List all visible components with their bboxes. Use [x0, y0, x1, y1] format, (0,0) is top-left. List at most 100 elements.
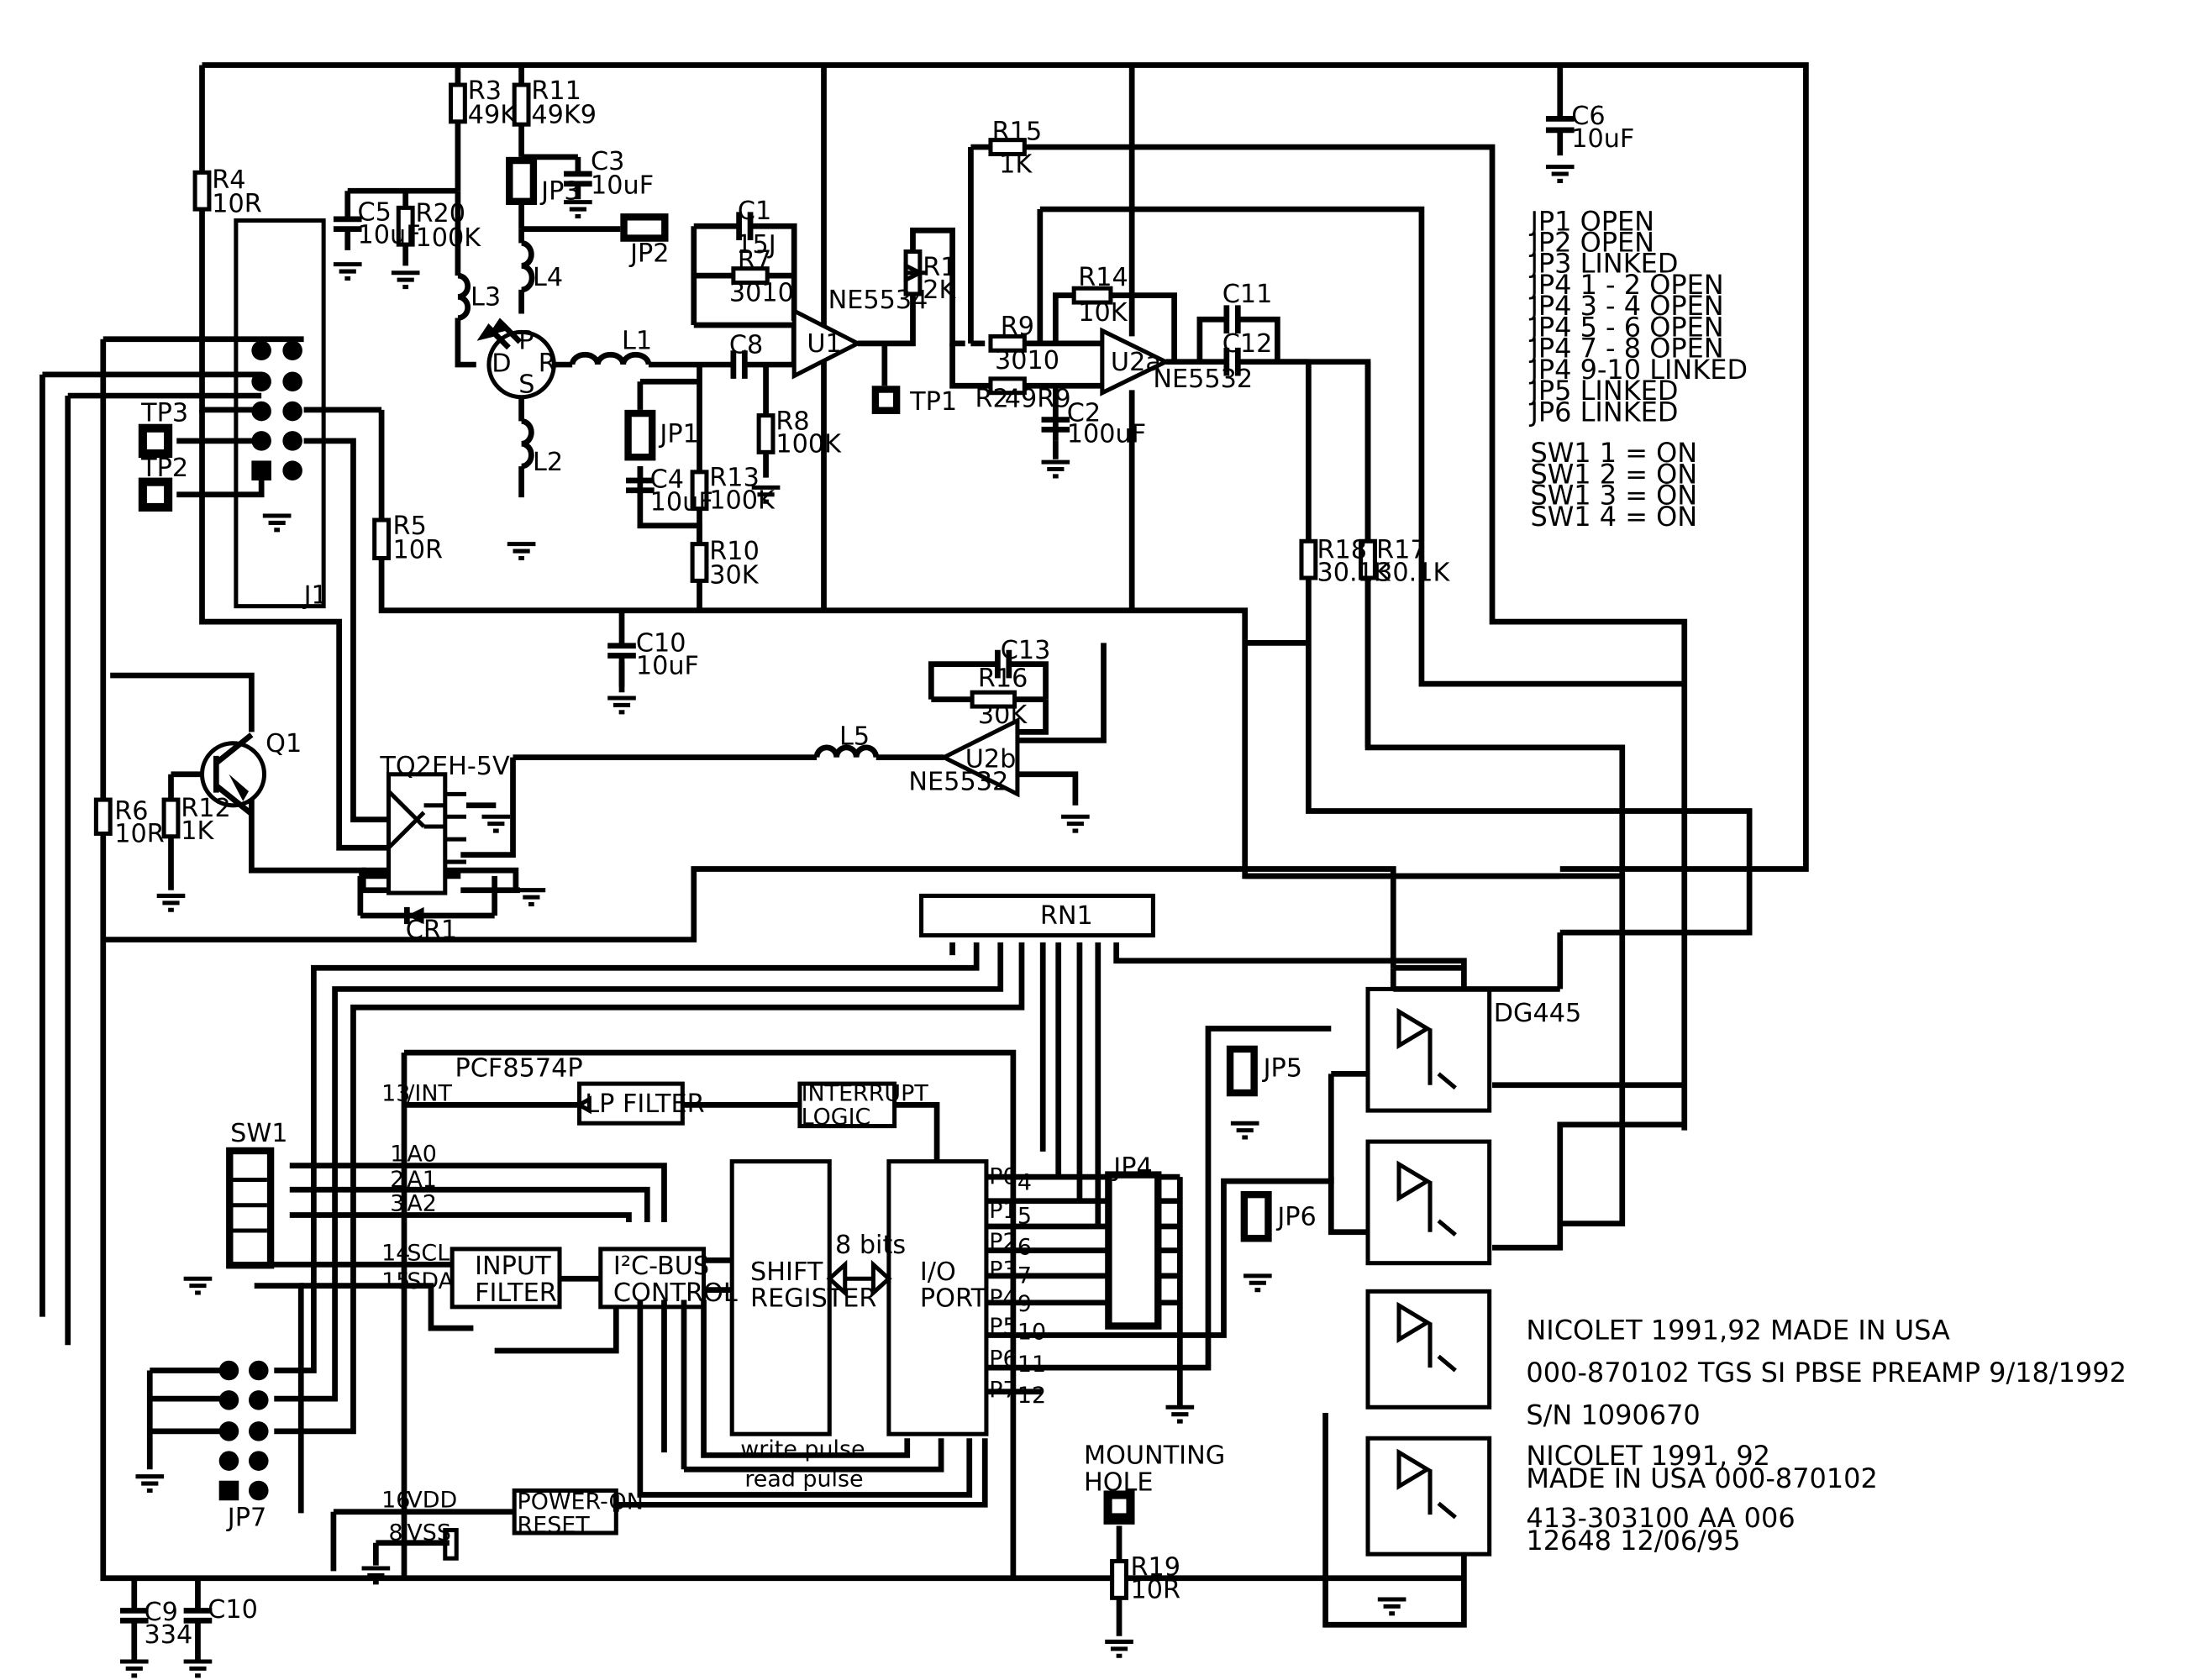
port-p5: P5 [989, 1314, 1017, 1340]
label-fet-r: R [539, 349, 556, 378]
value-r7: 3010 [729, 278, 794, 307]
label-u2a: U2a [1111, 348, 1161, 377]
label-c9: C9 [145, 1598, 178, 1627]
board-mark-5: 413-303100 AA 006 [1526, 1502, 1795, 1534]
value-c2: 100uF [1067, 420, 1146, 449]
label-jp1: JP1 [658, 420, 698, 449]
pcf-pin-int: /INT [407, 1080, 452, 1106]
label-c13: C13 [1001, 636, 1051, 665]
resistor-bodies [93, 82, 1377, 1600]
label-r15: R15 [992, 118, 1043, 147]
value-r10: 30K [709, 561, 760, 591]
label-lp-filter: LP FILTER [585, 1089, 704, 1119]
label-tp3: TP3 [140, 398, 188, 428]
port-p2: P2 [989, 1229, 1017, 1255]
resistor-r6 [93, 797, 113, 836]
value-r3: 49K [468, 100, 518, 129]
pcf-pin-labels: 13 /INT 1 A0 2 A1 3 A2 14 SCL 15 SDA 16 … [381, 1080, 457, 1546]
value-r4: 10R [212, 189, 262, 218]
label-8-bits: 8 bits [835, 1231, 906, 1260]
opamp-u1 [791, 307, 863, 380]
connector-j1 [234, 218, 326, 609]
label-jp6: JP6 [1275, 1202, 1316, 1231]
port-p4-num: 9 [1017, 1291, 1032, 1317]
value-r5: 10R [393, 535, 444, 564]
value-r1: 2K [923, 276, 956, 305]
resistor-r19 [1110, 1559, 1128, 1600]
label-r1: R1 [923, 253, 956, 282]
pcf-pin-scl: SCL [407, 1240, 450, 1266]
value-r9: 3010 [995, 346, 1059, 375]
label-u2b: U2b [965, 744, 1017, 774]
board-mark-4: MADE IN USA 000-870102 [1526, 1462, 1877, 1494]
label-c2: C2 [1067, 398, 1101, 428]
note-10: SW1 1 = ON [1530, 437, 1697, 469]
opamp-u2b [939, 717, 1020, 798]
relay-tq2eh [386, 772, 467, 895]
port-p7-num: 12 [1017, 1383, 1046, 1409]
label-read-pulse: read pulse [744, 1466, 863, 1492]
value-c9: 334 [145, 1620, 193, 1650]
board-mark-0: NICOLET 1991,92 MADE IN USA [1526, 1315, 1950, 1347]
config-notes: JP1 OPEN JP2 OPEN JP3 LINKED JP4 1 - 2 O… [1528, 205, 1748, 533]
value-r11: 49K9 [531, 100, 597, 129]
port-p6-num: 11 [1017, 1352, 1046, 1378]
port-p7: P7 [989, 1377, 1017, 1403]
label-c6: C6 [1571, 102, 1605, 131]
value-r17: 30.1K [1376, 558, 1450, 587]
label-r13: R13 [709, 464, 760, 493]
label-c10-bottom: C10 [208, 1595, 258, 1625]
pcf-pin-14-num: 14 [381, 1240, 410, 1266]
value-r8: 100K [776, 429, 842, 459]
label-c4: C4 [650, 465, 684, 494]
resistor-r16 [970, 690, 1017, 709]
note-0: JP1 OPEN [1528, 205, 1654, 237]
resistor-network-rn1 [919, 893, 1155, 938]
resistor-r11 [512, 82, 531, 127]
label-jp4: JP4 [1112, 1152, 1152, 1182]
test-points [138, 386, 1135, 1525]
label-r12: R12 [181, 794, 231, 823]
resistor-r12 [161, 797, 181, 839]
resistor-r2 [988, 376, 1027, 396]
part-u2b: NE5532 [908, 767, 1008, 796]
resistor-r18 [1299, 538, 1318, 580]
port-p6: P6 [989, 1346, 1017, 1372]
label-rn1: RN1 [1040, 901, 1093, 931]
pcf-pin-a2: A2 [407, 1190, 437, 1216]
pcf-port-labels: P0 4 P1 5 P2 6 P3 7 P4 9 P5 10 P6 11 P7 … [989, 1164, 1046, 1410]
label-r20: R20 [415, 199, 465, 228]
note-4: JP4 3 - 4 OPEN [1528, 290, 1723, 322]
resistor-r17 [1359, 538, 1377, 580]
label-fet-d: D [492, 349, 511, 378]
label-r4: R4 [212, 165, 245, 195]
label-l2: L2 [533, 448, 563, 477]
label-r6: R6 [114, 797, 148, 827]
label-r5: R5 [393, 512, 427, 541]
label-c1: C1 [738, 197, 771, 226]
label-c3: C3 [591, 147, 624, 176]
label-c5: C5 [358, 198, 392, 228]
capacitor-plates [119, 116, 1575, 1661]
part-u1: NE5534 [828, 286, 928, 315]
label-r17: R17 [1376, 535, 1427, 564]
label-fet-p: P [518, 327, 534, 356]
port-p4: P4 [989, 1285, 1017, 1311]
pcf-pin-sda: SDA [407, 1268, 454, 1294]
pcf-pin-16-num: 16 [381, 1488, 410, 1514]
label-tp2: TP2 [140, 454, 188, 483]
resistor-r20 [396, 205, 415, 247]
label-j1: J1 [302, 580, 328, 610]
resistor-r8 [756, 413, 776, 454]
pcf-pin-13-num: 13 [381, 1080, 410, 1106]
resistor-r10 [690, 542, 709, 583]
resistor-r9 [988, 333, 1027, 353]
component-labels: R3 49K R11 49K9 R4 10R R20 100K R7 3010 … [114, 76, 1634, 1650]
value-r12: 1K [181, 816, 214, 846]
resistor-r5 [372, 517, 392, 560]
